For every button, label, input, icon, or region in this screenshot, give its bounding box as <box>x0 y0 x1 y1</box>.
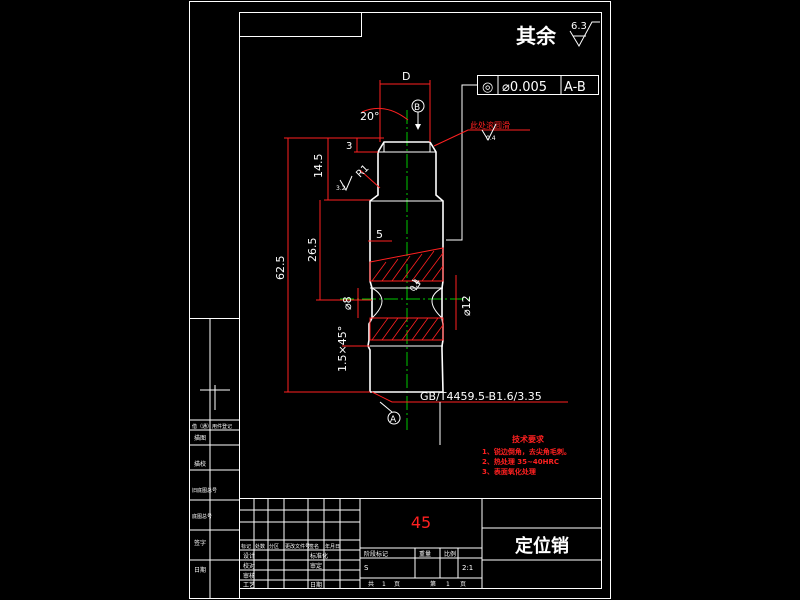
scale-header: 比例 <box>444 550 456 558</box>
datum-b-label: B <box>414 103 420 113</box>
tech-item-2: 2、热处理 35~40HRC <box>482 457 559 466</box>
tolerance-value: ⌀0.005 <box>502 80 547 95</box>
side-label-base-no: 底图总号 <box>192 513 212 520</box>
dim-d: D <box>402 70 410 83</box>
tolerance-symbol: ◎ <box>482 80 493 95</box>
role-check: 校对 <box>243 562 255 570</box>
general-roughness: 其余 6.3 <box>516 21 600 48</box>
role-review: 审核 <box>243 572 255 580</box>
dim-phi8: ⌀8 <box>341 296 354 310</box>
datum-a-label: A <box>390 415 397 425</box>
side-label-old-no: 旧底图总号 <box>192 487 217 494</box>
role-design: 设计 <box>243 552 255 560</box>
dim-top-roughness: 0.4 <box>486 135 496 142</box>
change-sign: 签名 <box>309 543 319 550</box>
tech-requirements: 技术要求 1、锐边倒角，去尖角毛刺。 2、热处理 35~40HRC 3、表面氧化… <box>482 434 571 476</box>
change-date: 年月日 <box>325 543 340 550</box>
dim-phi12: ⌀12 <box>460 295 473 316</box>
side-label-check: 描校 <box>194 460 206 468</box>
sheet-no-suffix: 页 <box>460 581 466 588</box>
roughness-mark-top <box>481 123 497 142</box>
sheet-total-count: 1 <box>382 581 386 588</box>
section-hatch <box>369 247 444 341</box>
side-label-trace: 描图 <box>194 434 206 442</box>
role-process: 工艺 <box>243 581 255 589</box>
part-name: 定位销 <box>515 535 569 557</box>
title-block: 45 定位销 标记 处数 分区 更改文件号 签名 年月日 设计 标准化 校对 审… <box>239 498 602 589</box>
sheet-total-suffix: 页 <box>394 581 400 588</box>
drawing-frame <box>189 1 611 599</box>
dim-5: 5 <box>376 228 383 241</box>
dim-3: 3 <box>346 141 352 152</box>
stage-mark-value: S <box>364 564 369 572</box>
side-label-date: 日期 <box>194 566 206 574</box>
role-approve: 审定 <box>310 562 322 570</box>
tolerance-leader <box>446 84 477 241</box>
sheet-no-count: 1 <box>446 581 450 588</box>
roughness-mark-angle <box>411 279 421 291</box>
side-label-sign: 签字 <box>194 539 206 547</box>
dim-26-5: 26.5 <box>306 238 319 263</box>
tech-title: 技术要求 <box>512 434 545 444</box>
dim-r1-roughness: 3.2 <box>336 185 346 192</box>
side-block: 借（通）用件登记 描图 描校 旧底图总号 底图总号 签字 日期 <box>189 318 240 599</box>
roughness-symbol <box>569 21 600 48</box>
role-standard: 标准化 <box>310 552 328 560</box>
note-grind: 此处滚圆滑 <box>470 120 510 130</box>
tolerance-datum: A-B <box>564 80 586 95</box>
change-zone: 分区 <box>269 543 279 550</box>
dim-chamfer: 1.5×45° <box>336 326 349 372</box>
weight-header: 重量 <box>419 550 431 558</box>
sheet-total-prefix: 共 <box>368 580 374 588</box>
change-doc: 更改文件号 <box>285 543 310 550</box>
part-outline <box>367 141 444 393</box>
dim-angle: 20° <box>360 110 380 123</box>
tolerance-frame: ◎ ⌀0.005 A-B <box>446 75 599 241</box>
tech-item-1: 1、锐边倒角，去尖角毛刺。 <box>482 447 571 456</box>
dim-angle-roughness: 0.4 <box>408 277 422 293</box>
role-date: 日期 <box>310 581 322 589</box>
side-label-borrow: 借（通）用件登记 <box>192 423 232 430</box>
dimension-lines <box>284 80 568 403</box>
dim-62-5: 62.5 <box>274 256 287 281</box>
datum-b-marker: B <box>411 99 425 130</box>
change-count: 处数 <box>255 543 265 550</box>
roughness-value: 6.3 <box>571 21 587 32</box>
datum-a-marker: A <box>379 401 441 445</box>
tech-item-3: 3、表面氧化处理 <box>482 467 536 476</box>
dim-14-5: 14.5 <box>312 154 325 179</box>
roughness-mark-r1 <box>339 175 353 192</box>
material-label: 45 <box>411 513 431 532</box>
stage-mark-header: 阶段标记 <box>364 550 388 558</box>
roughness-label: 其余 <box>516 24 557 48</box>
change-mark: 标记 <box>241 543 251 550</box>
scale-value: 2:1 <box>462 564 473 572</box>
sheet-no-prefix: 第 <box>430 580 436 588</box>
center-hole-standard: GB/T4459.5-B1.6/3.35 <box>420 390 542 403</box>
